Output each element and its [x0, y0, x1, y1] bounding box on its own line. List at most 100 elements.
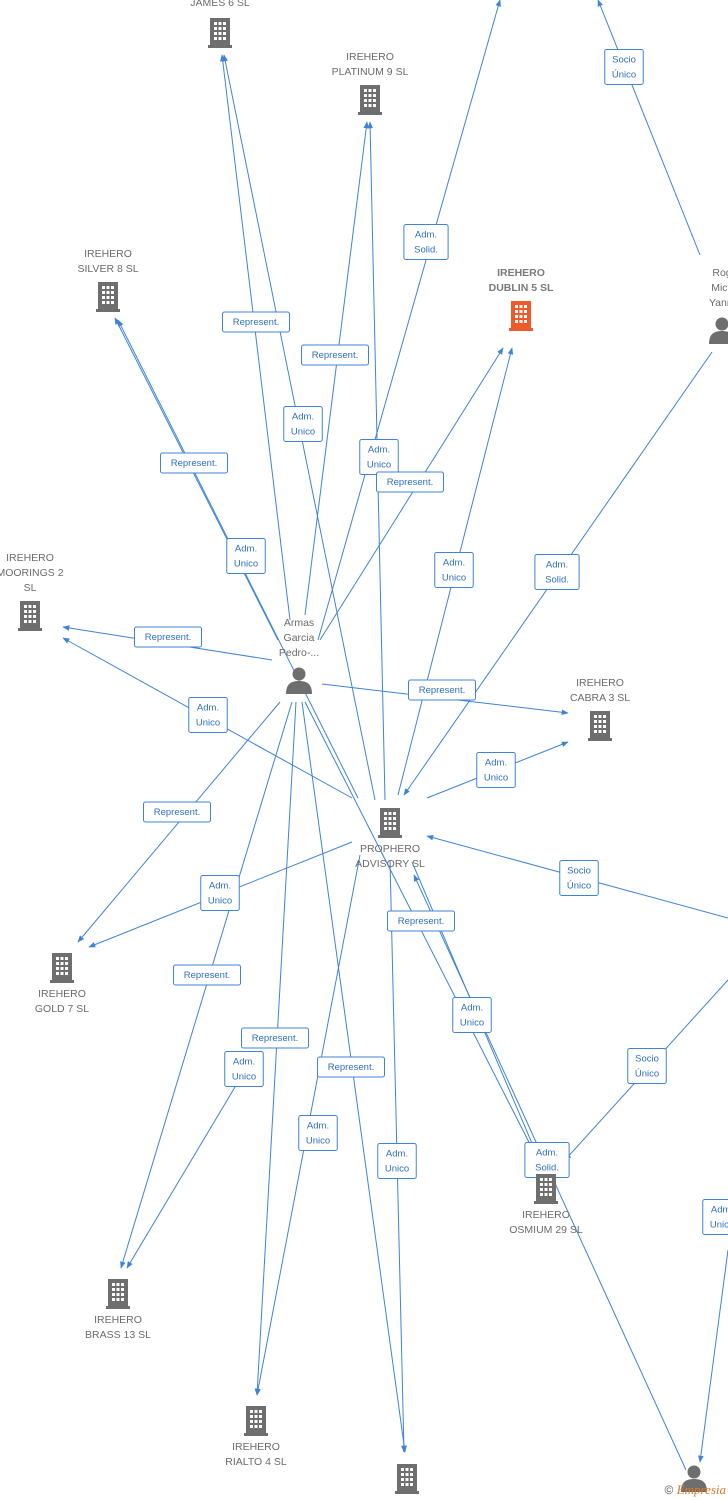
edge-label-armas-to-bottom_company[interactable]: Represent.	[317, 1056, 385, 1078]
edge-label-armas-to-dublin5[interactable]: Represent.	[376, 471, 444, 493]
node-bottom_company[interactable]	[395, 1464, 419, 1494]
edge-label-prophero-to-rialto4[interactable]: Adm.Unico	[298, 1115, 338, 1151]
edge-label-text: Represent.	[154, 807, 200, 818]
edge-label-prophero-to-bottom_company[interactable]: Adm.Unico	[377, 1143, 417, 1179]
edge-label-text: Adm.	[233, 1057, 255, 1068]
edges-layer	[62, 0, 728, 1471]
edge-label-prophero-to-brass13[interactable]: Adm.Unico	[224, 1051, 264, 1087]
node-label: ADVISORY SL	[355, 858, 425, 870]
edge-label-text: Unico	[234, 559, 258, 570]
edge-label-text: Represent.	[328, 1062, 374, 1073]
node-label: Mick	[711, 282, 728, 294]
edge-label-armas-to-moorings2[interactable]: Represent.	[134, 626, 202, 648]
node-label: IREHERO	[346, 51, 394, 63]
edge-label-armas-to-platinum9[interactable]: Represent.	[301, 344, 369, 366]
edge-label-box	[376, 471, 444, 493]
edge-label-box	[134, 626, 202, 648]
edge-label-text: Unico	[196, 718, 220, 729]
building-icon	[395, 1464, 419, 1494]
edge-label-armas-to-james6[interactable]: Represent.	[222, 311, 290, 333]
edge-label-box	[604, 49, 644, 85]
node-label: IREHERO	[6, 552, 54, 564]
building-icon	[208, 18, 232, 48]
edge-label-text: Adm.	[209, 881, 231, 892]
node-label: BRASS 13 SL	[85, 1329, 151, 1341]
edge-labels-layer: Represent.Adm.UnicoRepresent.Adm.UnicoRe…	[134, 49, 728, 1235]
edge-label-prophero-to-osmium29[interactable]: Adm.Unico	[452, 997, 492, 1033]
edge-label-text: Represent.	[233, 317, 279, 328]
edge-label-text: Unico	[484, 773, 508, 784]
building-icon	[534, 1174, 558, 1204]
empresia-logo: © Empresia	[664, 1482, 726, 1498]
edge-label-rog-to-prophero[interactable]: Adm.Solid.	[534, 554, 580, 590]
edge-label-text: Socio	[612, 55, 636, 66]
node-james6[interactable]: IREHEROJAMES 6 SL	[190, 0, 250, 48]
node-label: Rog	[712, 267, 728, 279]
edge-label-text: Adm.	[485, 758, 507, 769]
edge-label-text: Adm.	[415, 230, 437, 241]
edge-label-armas-to-cabra3[interactable]: Represent.	[408, 679, 476, 701]
edge-label-box	[298, 1115, 338, 1151]
edge-label-prophero-to-gold7[interactable]: Adm.Unico	[200, 875, 240, 911]
edge-label-text: Adm.	[292, 412, 314, 423]
edge-label-text: Socio	[635, 1054, 659, 1065]
edge-label-text: Unico	[367, 460, 391, 471]
edge-armas-to-dublin5	[319, 347, 504, 641]
edge-label-box	[222, 311, 290, 333]
edge-label-box	[534, 554, 580, 590]
edge-label-box	[173, 964, 241, 986]
node-label: Armas	[284, 617, 314, 629]
node-platinum9[interactable]: IREHERO PLATINUM 9 SL	[332, 51, 409, 115]
edge-label-prophero-to-platinum9[interactable]: Adm.Unico	[359, 439, 399, 475]
edge-label-text: Solid.	[414, 245, 438, 256]
node-label: Pedro-...	[279, 647, 319, 659]
edge-label-bottom_right-to-bottom_person[interactable]: Adm.Unico	[702, 1199, 728, 1235]
edge-armas-to-silver8	[114, 317, 279, 641]
edge-label-text: Adm.	[386, 1149, 408, 1160]
node-label: OSMIUM 29 SL	[509, 1224, 583, 1236]
node-rog[interactable]: RogMickYanni	[709, 267, 728, 344]
edge-label-armas-to-upper_company[interactable]: Adm. Solid.	[403, 224, 449, 260]
edge-label-armas-to-silver8[interactable]: Represent.	[160, 452, 228, 474]
edge-label-box	[283, 406, 323, 442]
node-label: PLATINUM 9 SL	[332, 66, 409, 78]
building-icon	[378, 808, 402, 838]
edge-label-box	[188, 697, 228, 733]
brand-name: Empresia	[676, 1482, 726, 1497]
edge-label-prophero-to-james6[interactable]: Adm. Unico	[283, 406, 323, 442]
edge-label-box	[317, 1056, 385, 1078]
edge-label-box	[301, 344, 369, 366]
edge-label-text: Represent.	[145, 632, 191, 643]
edge-label-prophero-to-silver8[interactable]: Adm.Unico	[226, 538, 266, 574]
edge-label-armas-to-osmium29[interactable]: Represent.	[387, 910, 455, 932]
copyright-symbol: ©	[664, 1483, 674, 1497]
edge-label-bottom_person-to-prophero[interactable]: Adm.Solid.	[524, 1142, 570, 1178]
node-armas[interactable]: ArmasGarciaPedro-...	[279, 617, 319, 694]
node-label: SILVER 8 SL	[77, 263, 138, 275]
edge-label-prophero-to-cabra3[interactable]: Adm. Unico	[476, 752, 516, 788]
edge-label-prophero-to-dublin5[interactable]: Adm.Unico	[434, 552, 474, 588]
edge-label-prophero-to-moorings2[interactable]: Adm.Unico	[188, 697, 228, 733]
edge-label-text: Adm.	[443, 558, 465, 569]
edge-label-text: Socio	[567, 866, 591, 877]
edge-label-text: Adm.	[307, 1121, 329, 1132]
edge-label-armas-to-gold7[interactable]: Represent.	[143, 801, 211, 823]
edge-label-armas-to-brass13[interactable]: Represent.	[173, 964, 241, 986]
edge-label-armas-to-rialto4[interactable]: Represent.	[241, 1027, 309, 1049]
edge-label-text: Unico	[291, 427, 315, 438]
edge-label-box	[434, 552, 474, 588]
